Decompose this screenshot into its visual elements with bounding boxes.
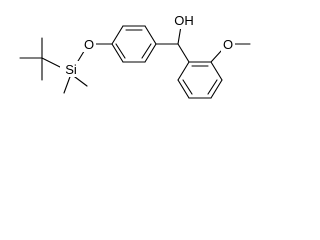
- bond-aryl-o-methoxy: [210, 49, 223, 63]
- bond-si-methyl-left: [63, 73, 72, 94]
- atom-label-silicon: Si: [65, 62, 77, 77]
- atom-label-methoxy-oxygen: O: [223, 37, 233, 52]
- bond-carbinol-aryl2: [177, 43, 190, 63]
- chemical-structure: O Si OH O: [19, 13, 251, 99]
- benzene-ring-ortho: [177, 61, 223, 99]
- benzene-ring-para: [111, 25, 157, 63]
- tert-butyl-group: [19, 37, 65, 81]
- atom-label-hydroxyl: OH: [174, 13, 194, 28]
- atom-label-ether-oxygen: O: [84, 37, 94, 52]
